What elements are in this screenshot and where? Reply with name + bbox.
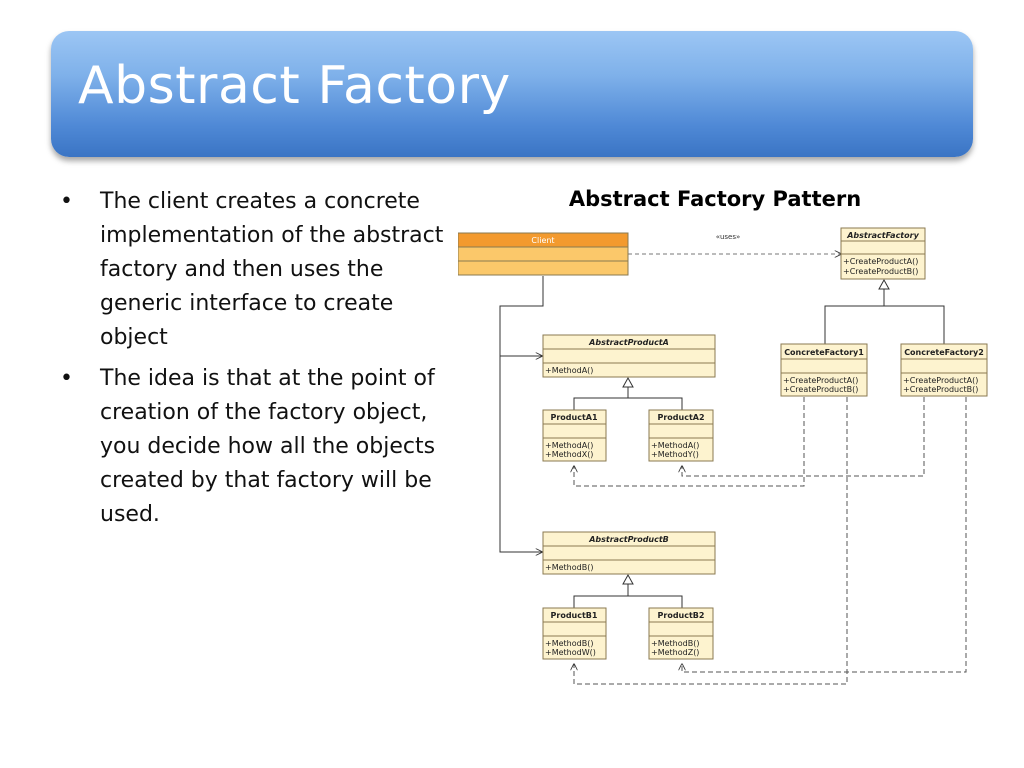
bullet-text: The client creates a concrete implementa…	[100, 189, 444, 350]
method-label: +MethodA()	[651, 441, 699, 450]
inheritance-triangle	[622, 573, 634, 585]
bullet-list: • The client creates a concrete implemen…	[55, 185, 455, 539]
method-label: +MethodY()	[651, 450, 699, 459]
bullet-item: • The idea is that at the point of creat…	[55, 362, 455, 532]
dependency-connector	[574, 397, 805, 487]
uses-label: «uses»	[716, 233, 741, 241]
dependency-connector	[682, 397, 925, 477]
abstract-product-a-name: AbstractProductA	[588, 338, 669, 347]
product-a1-name: ProductA1	[550, 413, 597, 422]
method-label: +CreateProductB()	[843, 267, 918, 276]
method-label: +MethodX()	[545, 450, 593, 459]
method-label: +MethodA()	[545, 441, 593, 450]
client-class: Client	[458, 232, 629, 276]
inheritance-connector	[573, 387, 629, 410]
slide-title: Abstract Factory	[78, 56, 511, 116]
product-a2-name: ProductA2	[657, 413, 704, 422]
bullet-dot: •	[60, 366, 73, 391]
abstract-product-b-class: AbstractProductB +MethodB()	[542, 531, 716, 575]
uml-diagram-svg: Abstract Factory Pattern «uses» Clien	[458, 187, 988, 685]
method-label: +MethodW()	[545, 648, 596, 657]
dependency-connector	[682, 397, 967, 673]
bullet-item: • The client creates a concrete implemen…	[55, 185, 455, 355]
product-b2-class: ProductB2 +MethodB() +MethodZ()	[648, 607, 714, 660]
bullet-text: The idea is that at the point of creatio…	[100, 366, 436, 527]
product-a2-class: ProductA2 +MethodA() +MethodY()	[648, 409, 714, 462]
abstract-factory-class: AbstractFactory +CreateProductA() +Creat…	[840, 227, 926, 280]
concrete-factory1-class: ConcreteFactory1 +CreateProductA() +Crea…	[780, 343, 868, 397]
method-label: +MethodB()	[545, 639, 593, 648]
product-b1-class: ProductB1 +MethodB() +MethodW()	[542, 607, 607, 660]
diagram-title: Abstract Factory Pattern	[569, 187, 861, 211]
method-label: +CreateProductB()	[903, 385, 978, 394]
product-b1-name: ProductB1	[551, 611, 598, 620]
uml-diagram: Abstract Factory Pattern «uses» Clien	[458, 178, 988, 686]
abstract-product-b-name: AbstractProductB	[588, 535, 669, 544]
title-bar	[51, 31, 973, 157]
dependency-connector	[574, 397, 848, 685]
concrete-factory1-name: ConcreteFactory1	[784, 348, 864, 357]
product-a1-class: ProductA1 +MethodA() +MethodX()	[542, 409, 607, 462]
method-label: +CreateProductA()	[843, 257, 918, 266]
inheritance-connector	[824, 289, 885, 344]
method-label: +CreateProductA()	[903, 376, 978, 385]
method-label: +CreateProductA()	[783, 376, 858, 385]
inheritance-connector	[884, 305, 945, 344]
client-to-product-b-connector	[499, 276, 544, 552]
client-name: Client	[531, 236, 554, 245]
method-label: +MethodZ()	[651, 648, 699, 657]
inheritance-triangle	[622, 376, 634, 388]
concrete-factory2-class: ConcreteFactory2 +CreateProductA() +Crea…	[900, 343, 988, 397]
concrete-factory2-name: ConcreteFactory2	[904, 348, 984, 357]
abstract-product-a-class: AbstractProductA +MethodA()	[542, 334, 716, 378]
abstract-factory-name: AbstractFactory	[846, 231, 919, 240]
product-b2-name: ProductB2	[658, 611, 705, 620]
inheritance-connector	[628, 595, 683, 608]
inheritance-connector	[628, 397, 683, 410]
bullet-dot: •	[60, 189, 73, 214]
inheritance-triangle	[878, 278, 890, 290]
method-label: +CreateProductB()	[783, 385, 858, 394]
method-label: +MethodA()	[545, 366, 593, 375]
method-label: +MethodB()	[545, 563, 593, 572]
method-label: +MethodB()	[651, 639, 699, 648]
inheritance-connector	[573, 584, 629, 608]
